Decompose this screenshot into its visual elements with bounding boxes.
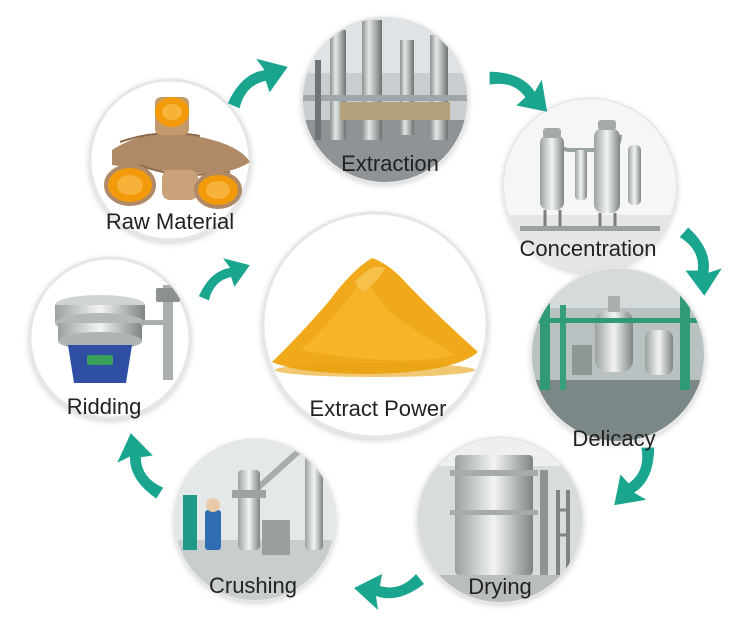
- label-concentration: Concentration: [519, 236, 657, 261]
- label-crushing: Crushing: [208, 573, 298, 598]
- label-ridding: Ridding: [66, 394, 142, 419]
- yellow-powder-pile-icon: [272, 258, 478, 377]
- label-drying: Drying: [468, 574, 532, 599]
- flow-arrows: [117, 58, 722, 610]
- arrow-delicacy-to-drying: [614, 447, 655, 506]
- stage-center: [261, 211, 489, 439]
- dryer-tank-icon: [418, 438, 582, 602]
- arrow-crushing-to-ridding: [117, 433, 164, 499]
- vibrating-sieve-icon: [55, 285, 180, 383]
- label-delicacy: Delicacy: [572, 426, 656, 451]
- refining-plant-icon: [532, 269, 704, 441]
- arrow-raw-to-extraction: [227, 58, 288, 109]
- label-raw-material: Raw Material: [105, 209, 235, 234]
- label-extract-power: Extract Power: [309, 396, 447, 421]
- arrow-extraction-to-concentration: [489, 71, 548, 112]
- label-extraction: Extraction: [341, 151, 439, 176]
- stage-delicacy: [530, 267, 706, 443]
- stage-drying: [416, 436, 584, 604]
- arrow-drying-to-crushing: [354, 574, 424, 610]
- stage-ridding: [28, 256, 192, 420]
- arrow-concentration-to-delicacy: [679, 227, 722, 296]
- arrow-ridding-to-center: [198, 258, 250, 301]
- turmeric-roots-icon: [104, 97, 250, 209]
- stage-raw-material: [88, 78, 252, 242]
